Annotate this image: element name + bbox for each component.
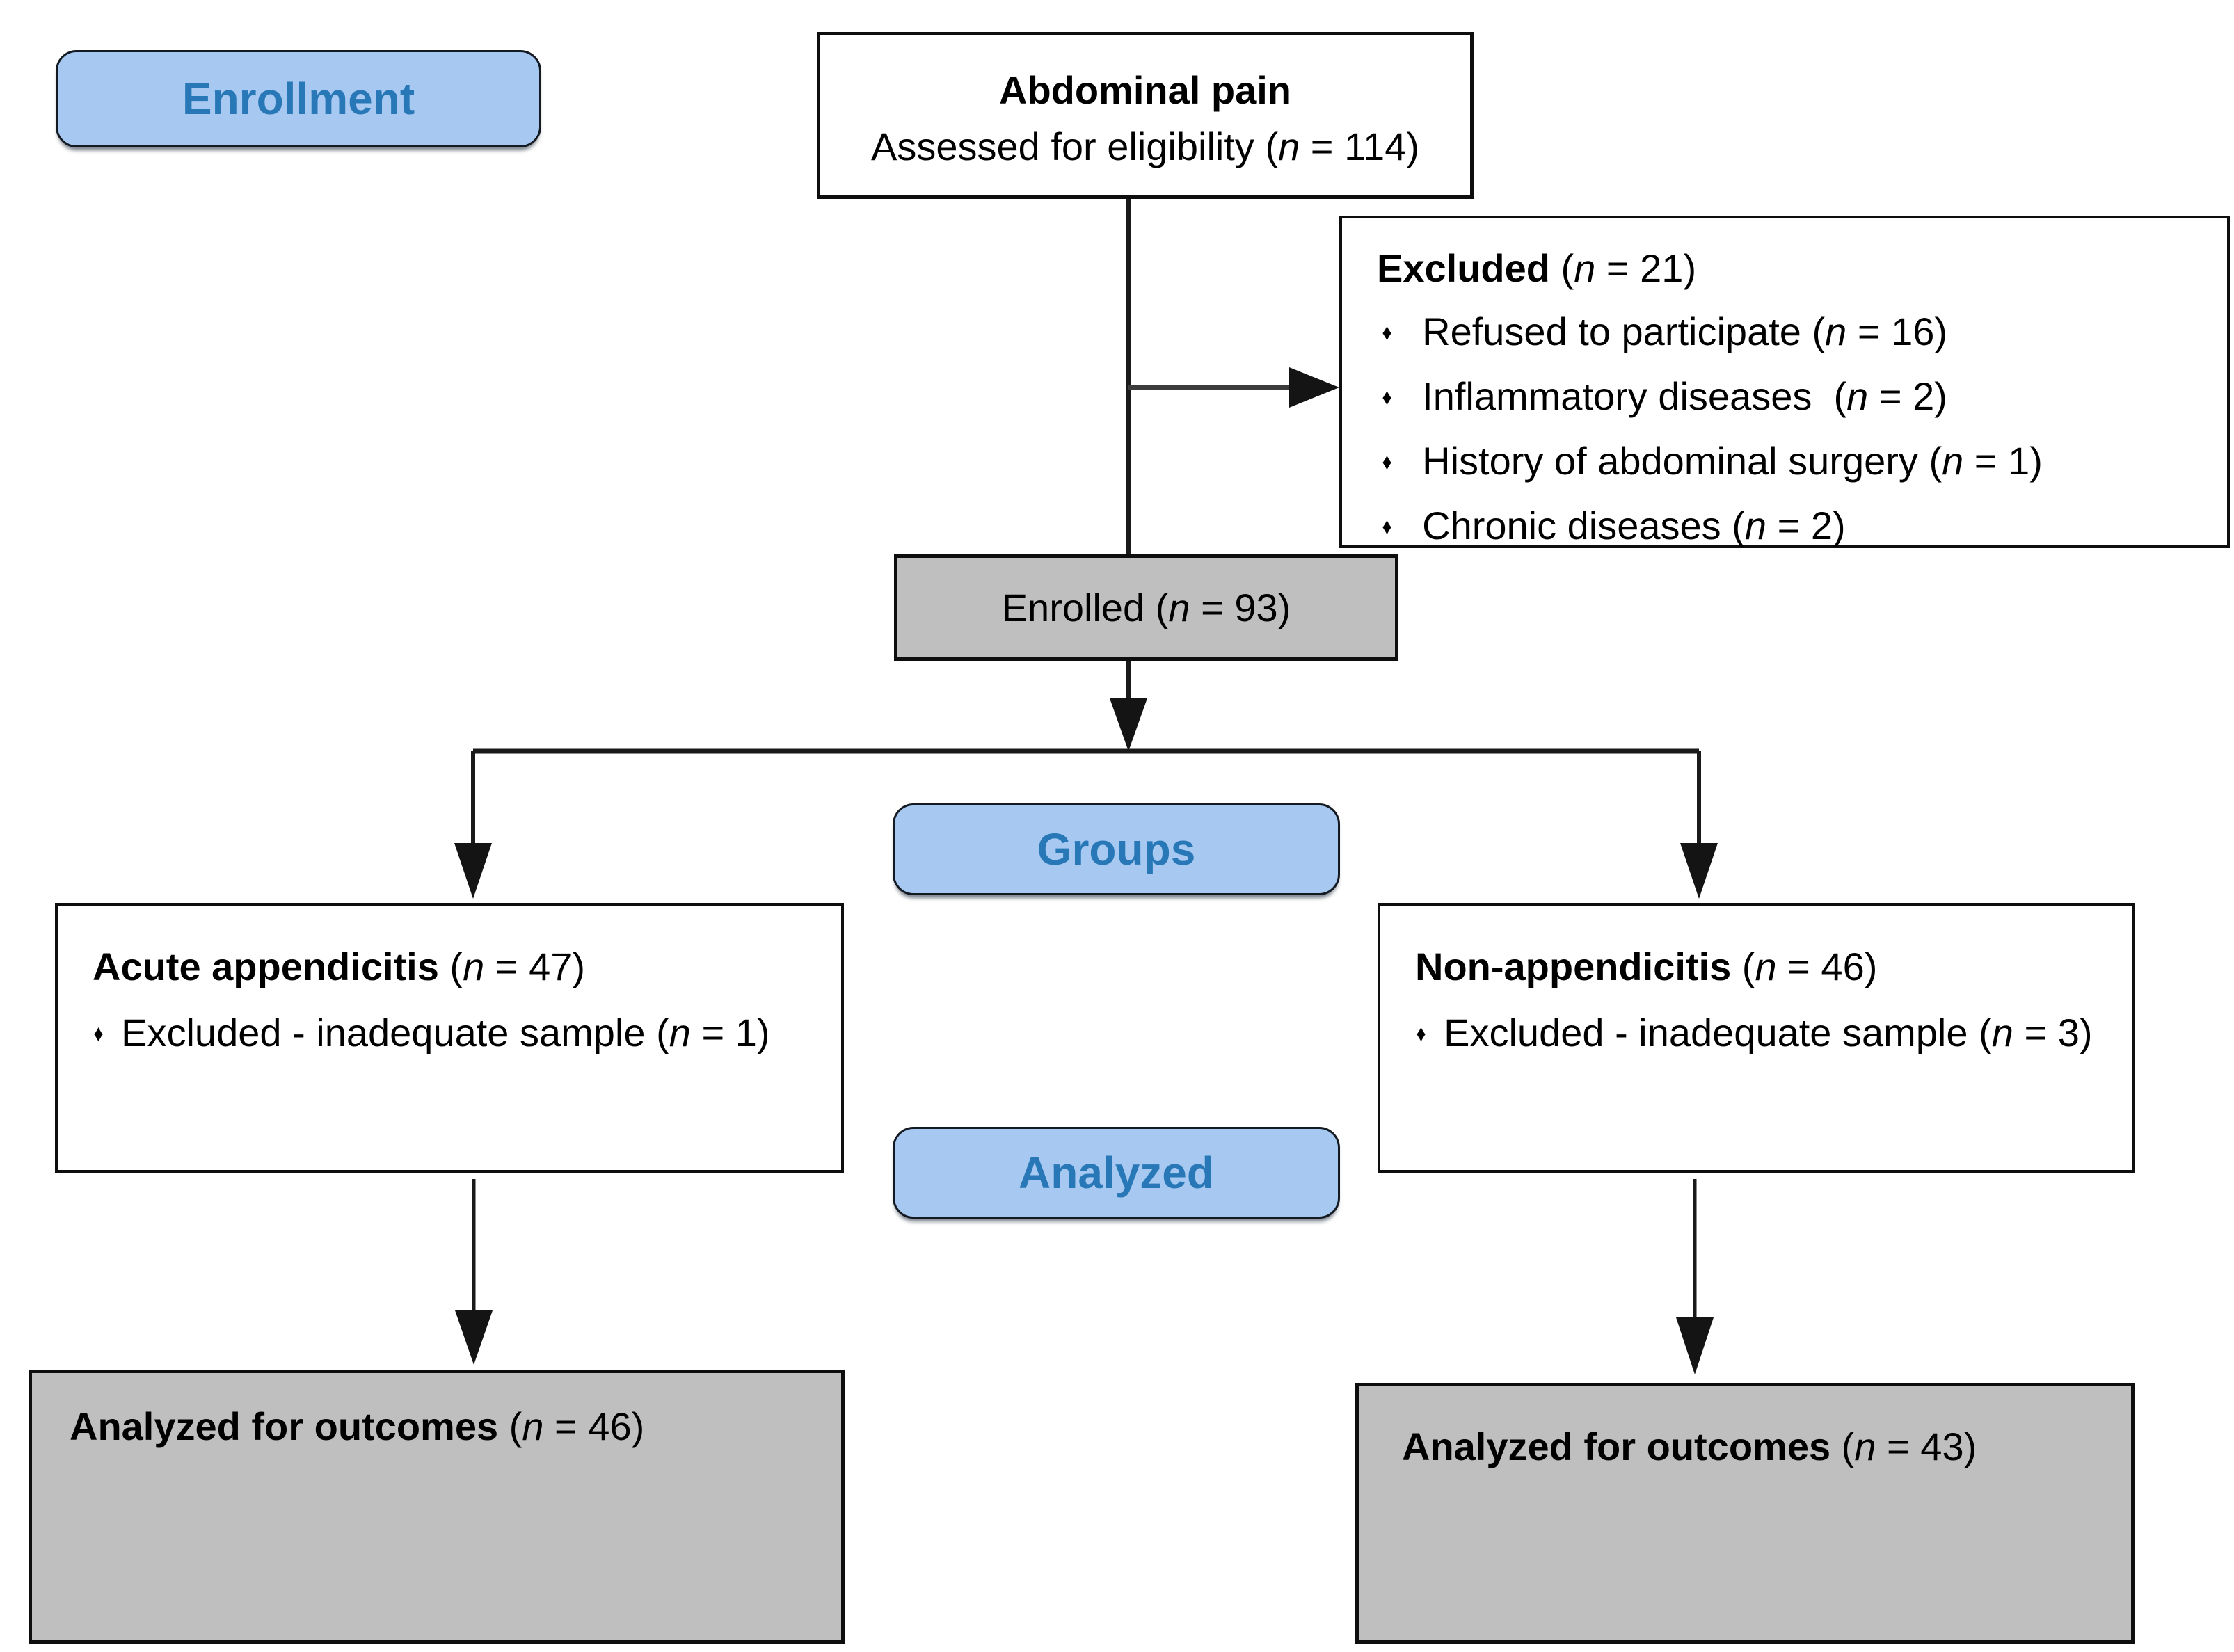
arrowhead-acute-outcome xyxy=(455,1310,493,1365)
non-outcome-text: Analyzed for outcomes (n = 43) xyxy=(1402,1425,1977,1468)
enrolled-text: Enrolled (n = 93) xyxy=(1001,586,1291,629)
eligibility-box: Abdominal pain Assessed for eligibility … xyxy=(817,32,1474,199)
acute-excluded-line: ♦Excluded - inadequate sample (n = 1) xyxy=(93,1000,823,1067)
arrowhead-right-branch xyxy=(1680,843,1718,899)
excluded-item-inflammatory: ♦Inflammatory diseases (n = 2) xyxy=(1377,364,2208,429)
arrowhead-enrolled-down xyxy=(1110,698,1147,751)
arrowhead-left-branch xyxy=(454,843,492,899)
acute-title-line: Acute appendicitis (n = 47) xyxy=(93,945,586,988)
non-outcome-box: Analyzed for outcomes (n = 43) xyxy=(1355,1383,2135,1644)
diamond-bullet-icon: ♦ xyxy=(1416,1021,1426,1047)
diamond-bullet-icon: ♦ xyxy=(1382,320,1392,346)
diamond-bullet-icon: ♦ xyxy=(1382,449,1392,475)
enrollment-stage-label: Enrollment xyxy=(56,50,541,147)
enrollment-stage-text: Enrollment xyxy=(182,74,415,124)
excluded-item-surgery: ♦History of abdominal surgery (n = 1) xyxy=(1377,429,2208,494)
groups-stage-label: Groups xyxy=(893,803,1340,895)
analyzed-stage-label: Analyzed xyxy=(893,1127,1340,1219)
excluded-title-line: Excluded (n = 21) xyxy=(1377,246,1697,290)
acute-outcome-text: Analyzed for outcomes (n = 46) xyxy=(70,1404,645,1448)
non-excluded-line: ♦Excluded - inadequate sample (n = 3) xyxy=(1415,1000,2114,1067)
non-appendicitis-box: Non-appendicitis (n = 46) ♦Excluded - in… xyxy=(1378,903,2135,1173)
arrowhead-excluded xyxy=(1289,367,1339,408)
eligibility-title: Abdominal pain xyxy=(999,67,1291,112)
excluded-box: Excluded (n = 21) ♦Refused to participat… xyxy=(1339,216,2230,548)
acute-outcome-box: Analyzed for outcomes (n = 46) xyxy=(29,1370,845,1644)
eligibility-subtitle: Assessed for eligibility (n = 114) xyxy=(870,124,1419,168)
enrolled-box: Enrolled (n = 93) xyxy=(894,554,1398,661)
groups-stage-text: Groups xyxy=(1037,824,1196,874)
excluded-item-chronic: ♦Chronic diseases (n = 2) xyxy=(1377,494,2208,559)
diamond-bullet-icon: ♦ xyxy=(1382,385,1392,410)
diamond-bullet-icon: ♦ xyxy=(93,1021,104,1047)
non-title-line: Non-appendicitis (n = 46) xyxy=(1415,945,1878,988)
arrowhead-non-outcome xyxy=(1676,1317,1714,1374)
diamond-bullet-icon: ♦ xyxy=(1382,514,1392,540)
analyzed-stage-text: Analyzed xyxy=(1019,1148,1214,1198)
acute-appendicitis-box: Acute appendicitis (n = 47) ♦Excluded - … xyxy=(55,903,844,1173)
excluded-item-refused: ♦Refused to participate (n = 16) xyxy=(1377,300,2208,364)
